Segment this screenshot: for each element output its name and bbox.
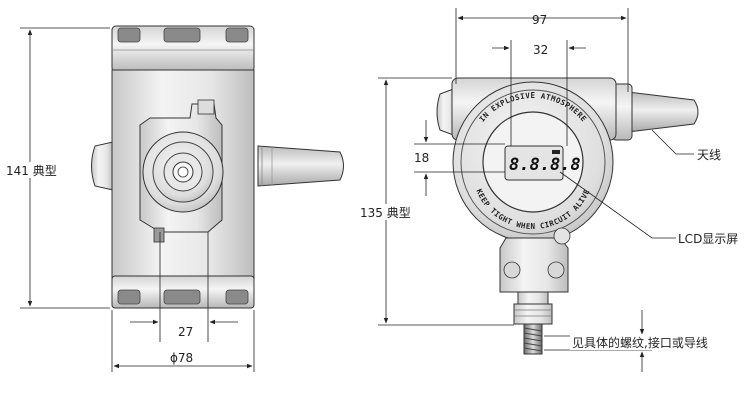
front-view: 141 典型 27 ϕ78 <box>4 25 344 372</box>
lcd-callout: LCD显示屏 <box>559 171 738 246</box>
antenna-callout: 天线 <box>651 129 721 162</box>
front-height-label: 141 典型 <box>6 164 57 178</box>
front-height-dimension: 141 典型 <box>4 27 110 309</box>
side-lcd-label: 18 <box>414 151 429 165</box>
side-left-cover <box>436 87 457 137</box>
side-neck <box>499 227 571 325</box>
side-lcd: 8.8.8.8 <box>504 145 581 181</box>
thread-label: 见具体的螺纹,接口或导线 <box>572 335 708 350</box>
front-bottom-cap <box>111 275 255 309</box>
front-antenna <box>257 145 344 187</box>
front-diameter-dimension: ϕ78 <box>111 310 255 372</box>
front-diameter-label: ϕ78 <box>170 351 193 365</box>
side-view: IN EXPLOSIVE ATMOSPHERE KEEP TIGHT WHEN … <box>358 8 750 372</box>
lcd-digits: 8.8.8.8 <box>509 155 581 175</box>
front-top-cap <box>111 25 255 73</box>
lcd-label: LCD显示屏 <box>678 232 738 246</box>
front-left-cover <box>91 141 114 191</box>
side-height-dimension: 135 典型 <box>358 77 514 326</box>
side-window-label: 32 <box>533 43 548 57</box>
thread-callout: 见具体的螺纹,接口或导线 <box>544 310 750 372</box>
side-antenna <box>611 83 699 141</box>
side-thread <box>523 323 543 355</box>
front-port-dimension: 27 <box>130 232 238 342</box>
side-height-label: 135 典型 <box>360 206 411 220</box>
side-width-dimension: 97 <box>455 8 629 92</box>
front-port-label: 27 <box>178 325 193 339</box>
side-window-dimension: 32 <box>492 40 586 146</box>
antenna-label: 天线 <box>697 148 721 162</box>
side-lcd-dimension: 18 <box>414 120 505 196</box>
front-process-connection <box>139 99 224 243</box>
side-width-label: 97 <box>532 13 547 27</box>
